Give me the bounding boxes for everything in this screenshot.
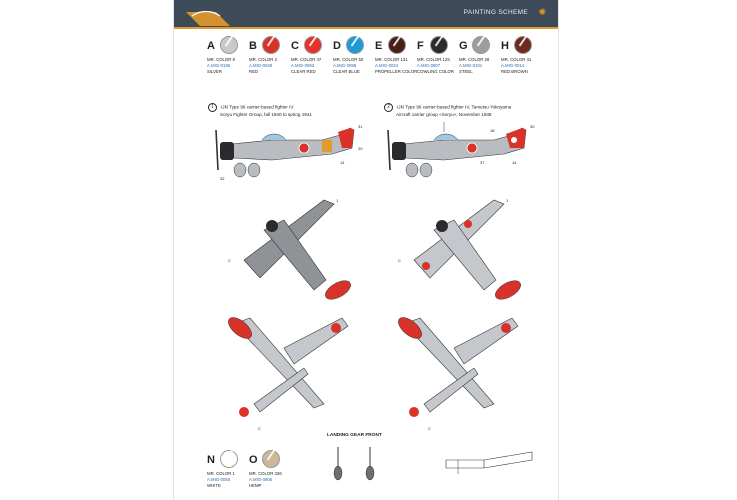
bottom-view-scheme-2: C bbox=[398, 317, 519, 431]
color-letter: B bbox=[249, 40, 257, 52]
callout-label: 18 bbox=[490, 128, 495, 133]
color-desc: HEMP bbox=[249, 483, 262, 488]
color-code: A.MIG-0024 bbox=[375, 63, 399, 68]
callout-label: C bbox=[228, 258, 231, 263]
callout-label: 32 bbox=[220, 176, 225, 181]
color-letter: A bbox=[207, 40, 215, 52]
instruction-page: PAINTING SCHEME ✺ A MR. COLOR 8 A.MIG-01… bbox=[173, 0, 559, 500]
color-name: MR. COLOR 3 bbox=[249, 57, 277, 62]
color-letter: O bbox=[249, 454, 258, 466]
callout-label: 37 bbox=[480, 160, 485, 165]
bottom-view-scheme-1: C bbox=[228, 317, 349, 431]
color-swatch bbox=[472, 36, 490, 54]
color-code: A.MIG-0093 bbox=[291, 63, 315, 68]
landing-gear-diagram bbox=[333, 447, 375, 481]
color-swatch bbox=[388, 36, 406, 54]
landing-gear-title: LANDING GEAR FRONT bbox=[327, 433, 382, 438]
color-letter: E bbox=[375, 40, 383, 52]
callout-label: 20 bbox=[358, 146, 363, 151]
color-desc: CLEAR RED bbox=[291, 69, 316, 74]
header-stripe bbox=[174, 27, 558, 29]
color-code: A.MIG-0050 bbox=[207, 477, 231, 482]
page-header: PAINTING SCHEME ✺ bbox=[174, 0, 558, 27]
color-name: MR. COLOR 131 bbox=[375, 57, 408, 62]
callout-label: 31 bbox=[358, 124, 363, 129]
callout-label: C bbox=[398, 258, 401, 263]
top-view-scheme-1: 1 C bbox=[228, 198, 351, 300]
page-title: PAINTING SCHEME bbox=[463, 9, 528, 16]
scheme-2-caption: 2 IJN Type 96 carrier-based fighter IV, T… bbox=[384, 103, 511, 118]
color-swatch bbox=[430, 36, 448, 54]
color-swatch bbox=[514, 36, 532, 54]
color-swatch bbox=[304, 36, 322, 54]
color-name: MR. COLOR 41 bbox=[501, 57, 532, 62]
scheme-title: IJN Type 96 carrier-based fighter IV bbox=[221, 104, 294, 110]
wing-detail-sketch bbox=[445, 451, 533, 474]
color-code: A.MIG-0049 bbox=[249, 63, 273, 68]
color-code: A.MIG-0098 bbox=[333, 63, 357, 68]
color-swatch bbox=[262, 450, 280, 468]
scheme-number: 1 bbox=[208, 103, 217, 112]
scheme-1-caption: 1 IJN Type 96 carrier-based fighter IV So… bbox=[208, 103, 312, 118]
color-letter: G bbox=[459, 40, 468, 52]
side-view-scheme-1: 31 20 14 32 bbox=[215, 124, 363, 181]
color-name: MR. COLOR 47 bbox=[291, 57, 322, 62]
color-code: A.MIG-0907 bbox=[417, 63, 441, 68]
color-name: MR. COLOR 1 bbox=[207, 471, 235, 476]
top-view-scheme-2: 1 C bbox=[398, 198, 521, 300]
color-code: A.MIG-0014 bbox=[501, 63, 525, 68]
color-desc: CLEAR BLUE bbox=[333, 69, 360, 74]
callout-label: C bbox=[428, 426, 431, 431]
callout-label: C bbox=[258, 426, 261, 431]
scheme-title: IJN Type 96 carrier-based fighter IV, Ta… bbox=[397, 104, 512, 110]
callout-label: 14 bbox=[512, 160, 517, 165]
callout-label: 1 bbox=[506, 198, 509, 203]
color-desc: PROPELLER COLOR bbox=[375, 69, 418, 74]
color-name: MR. COLOR 8 bbox=[207, 57, 235, 62]
color-name: MR. COLOR 50 bbox=[333, 57, 364, 62]
color-letter: C bbox=[291, 40, 299, 52]
color-legend: A MR. COLOR 8 A.MIG-0196 SILVER B MR. CO… bbox=[207, 36, 537, 96]
scheme-subtitle: Soryu Fighter Group, fall 1940 to spring… bbox=[220, 112, 312, 117]
callout-label: 1 bbox=[336, 198, 339, 203]
color-name: MR. COLOR 336 bbox=[249, 471, 282, 476]
scheme-subtitle: Aircraft carrier group «Soryu», November… bbox=[396, 112, 492, 117]
color-swatch bbox=[220, 450, 238, 468]
brand-logo bbox=[186, 10, 230, 26]
color-swatch bbox=[346, 36, 364, 54]
side-view-scheme-2: 30 18 14 37 bbox=[387, 122, 535, 178]
color-letter: D bbox=[333, 40, 341, 52]
color-code: A.MIG-0196 bbox=[207, 63, 231, 68]
color-desc: COWLING COLOR bbox=[417, 69, 455, 74]
color-swatch bbox=[262, 36, 280, 54]
color-desc: WHITE bbox=[207, 483, 221, 488]
color-code: A.MIG-0905 bbox=[249, 477, 273, 482]
color-letter: F bbox=[417, 40, 424, 52]
color-desc: RED bbox=[249, 69, 259, 74]
color-name: MR. COLOR 28 bbox=[459, 57, 490, 62]
color-desc: STEEL bbox=[459, 69, 473, 74]
callout-label: 30 bbox=[530, 124, 535, 129]
color-swatch bbox=[220, 36, 238, 54]
color-desc: RED BROWN bbox=[501, 69, 528, 74]
color-desc: SILVER bbox=[207, 69, 222, 74]
scheme-number: 2 bbox=[384, 103, 393, 112]
color-letter: H bbox=[501, 40, 509, 52]
callout-label: 14 bbox=[340, 160, 345, 165]
color-letter: N bbox=[207, 454, 215, 466]
color-name: MR. COLOR 125 bbox=[417, 57, 450, 62]
gear-icon: ✺ bbox=[538, 7, 546, 17]
color-code: A.MIG-0191 bbox=[459, 63, 483, 68]
